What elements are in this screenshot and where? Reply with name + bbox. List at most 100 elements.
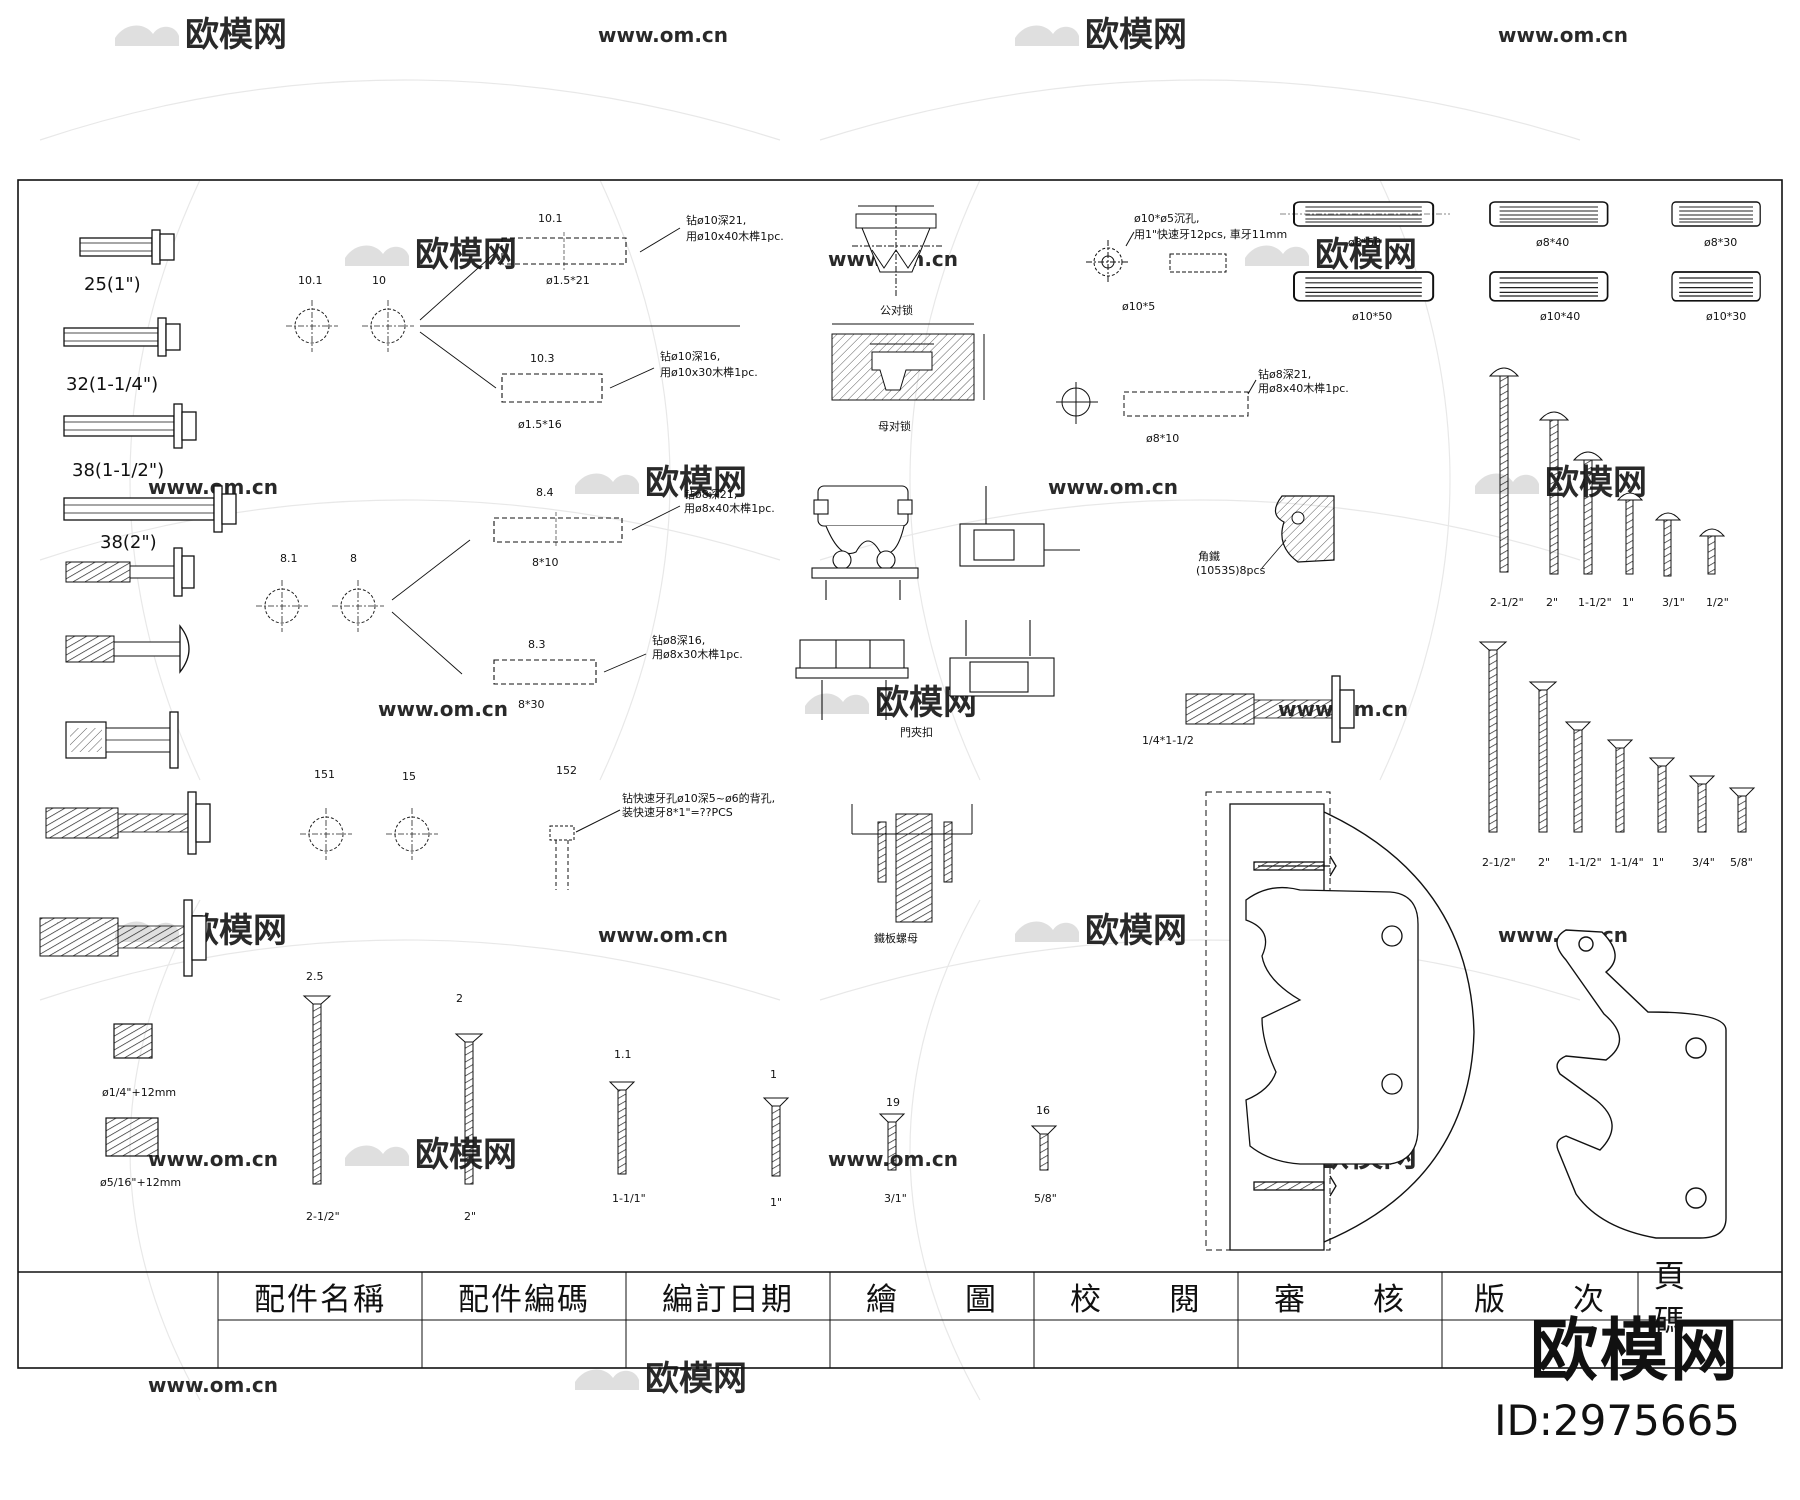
- hole-label-8-1: 8.1: [280, 552, 298, 565]
- dowel-hole-8-3-label: 8.3: [528, 638, 546, 651]
- watermark-url-11: www.om.cn: [148, 1147, 278, 1171]
- watermark-logo-3: 欧模网: [345, 235, 517, 275]
- svg-text:欧模网: 欧模网: [1085, 911, 1187, 951]
- bottom-screw-top-4: 1: [770, 1068, 777, 1081]
- flat-screw-label-3: 1-1/2": [1568, 856, 1602, 869]
- watermark-logo-2: 欧模网: [1015, 15, 1187, 55]
- hole-label-152: 152: [556, 764, 577, 777]
- bottom-screw-top-6: 16: [1036, 1104, 1050, 1117]
- dowel-8x40-label: ø8*40: [1536, 236, 1569, 249]
- hole-top-right-note-a: ø10*ø5沉孔,: [1134, 212, 1199, 225]
- dowel-note-10-1-a: 钻ø10深21,: [686, 213, 746, 227]
- dowel-note-10-3-b: 用ø10x30木榫1pc.: [660, 365, 758, 379]
- watermark-logo-4: 欧模网: [1245, 235, 1417, 275]
- bolt-32: [63, 317, 181, 357]
- door-catch-drawing: [795, 485, 1080, 720]
- hole-note-152-a: 钻快速牙孔ø10深5~ø6的背孔,: [622, 791, 775, 805]
- bottom-screw-bot-5: 3/1": [884, 1192, 907, 1205]
- hole-mark-151: [299, 807, 353, 861]
- flat-screw-label-1: 2-1/2": [1482, 856, 1516, 869]
- flat-screw-label-2: 2": [1538, 856, 1550, 869]
- watermark-logo-1: 欧模网: [115, 15, 287, 55]
- insert-nut-large: [105, 1117, 159, 1157]
- bottom-screw-bot-6: 5/8": [1034, 1192, 1057, 1205]
- corner-bracket-note: (1053S)8pcs: [1196, 564, 1266, 577]
- watermark-logo-9: 欧模网: [1015, 911, 1187, 951]
- round-screw-label-2: 2": [1546, 596, 1558, 609]
- watermark-logo-12: 欧模网: [575, 1359, 747, 1399]
- female-lock-label: 母对锁: [878, 419, 911, 433]
- svg-text:欧模网: 欧模网: [1315, 235, 1417, 275]
- hole-top-right-dim: ø10*5: [1122, 300, 1155, 313]
- dowel-10x30: [1671, 271, 1762, 302]
- dowel-8x40: [1489, 201, 1609, 227]
- title-block-check: 校 閱: [1070, 1281, 1202, 1318]
- bottom-screws: [302, 995, 1058, 1185]
- bed-bracket-plate: [1556, 929, 1727, 1239]
- dowel-note-8-4-b: 用ø8x40木榫1pc.: [684, 501, 775, 515]
- flat-head-screws: [1478, 641, 1756, 833]
- hole-mid-right-note-a: 钻ø8深21,: [1258, 367, 1311, 381]
- flat-screw-label-4: 1-1/4": [1610, 856, 1644, 869]
- svg-text:欧模网: 欧模网: [645, 463, 747, 503]
- svg-text:欧模网: 欧模网: [185, 15, 287, 55]
- dowel-10x40-label: ø10*40: [1540, 310, 1580, 323]
- dowel-hole-8-4: [493, 512, 623, 548]
- dowel-note-10-3-a: 钻ø10深16,: [660, 349, 720, 363]
- hole-note-152-b: 装快速牙8*1"=??PCS: [622, 806, 733, 819]
- hole-label-151: 151: [314, 768, 335, 781]
- male-lock-drawing: [852, 205, 944, 296]
- brand-logo: 欧模网: [1529, 1312, 1740, 1391]
- bottom-screw-top-3: 1.1: [614, 1048, 632, 1061]
- bolt-38b: [63, 485, 237, 533]
- hole-mark-10: [361, 299, 415, 353]
- long-insert-bolt: [1185, 675, 1355, 743]
- watermark-url-4: www.om.cn: [148, 475, 278, 499]
- svg-text:欧模网: 欧模网: [1085, 15, 1187, 55]
- round-screw-label-3: 1-1/2": [1578, 596, 1612, 609]
- hole-mark-10-1: [285, 299, 339, 353]
- door-catch-label: 門夾扣: [900, 725, 933, 739]
- watermark-logo-5: 欧模网: [575, 463, 747, 503]
- title-block-version: 版 次: [1474, 1281, 1606, 1318]
- watermark-logo-10: 欧模网: [345, 1135, 517, 1175]
- insert-bolt-1: [65, 547, 195, 597]
- dowel-8x30: [1671, 201, 1761, 227]
- flat-screw-label-5: 1": [1652, 856, 1664, 869]
- dowel-hole-10-3-label: 10.3: [530, 352, 555, 365]
- dowel-hole-10-3-sub: ø1.5*16: [518, 418, 562, 431]
- hole-mark-8: [331, 579, 385, 633]
- bolt-25: [79, 229, 175, 265]
- male-lock-label: 公对锁: [880, 303, 913, 317]
- watermark-url-2: www.om.cn: [1498, 23, 1628, 47]
- watermark-url-12: www.om.cn: [148, 1373, 278, 1397]
- flat-screw-label-7: 5/8": [1730, 856, 1753, 869]
- brand-block: 欧模网 ID:2975665: [1494, 1318, 1740, 1442]
- corner-bracket-label: 角鐵: [1198, 549, 1220, 563]
- insert-nut-small-label: ø1/4"+12mm: [102, 1086, 176, 1099]
- hole-top-right-note-b: 用1"快速牙12pcs, 車牙11mm: [1134, 227, 1287, 241]
- hole-label-10-1: 10.1: [298, 274, 323, 287]
- dowel-10x50: [1293, 271, 1435, 302]
- insert-bolt-5: [39, 899, 207, 977]
- dowel-hole-10-1: [501, 232, 627, 270]
- watermark-url-1: www.om.cn: [598, 23, 728, 47]
- dowel-hole-8-4-sub: 8*10: [532, 556, 559, 569]
- title-block-part-name: 配件名稱: [254, 1281, 386, 1318]
- title-block-drawing: 繪 圖: [866, 1281, 998, 1318]
- insert-nut-small: [113, 1023, 153, 1059]
- bolt-38a: [63, 403, 197, 449]
- bottom-screw-bot-4: 1": [770, 1196, 782, 1209]
- bolt-38b-label: 38(2"): [100, 532, 157, 553]
- dowel-note-8-4-a: 钻ø8深21,: [684, 487, 737, 501]
- bottom-screw-top-5: 19: [886, 1096, 900, 1109]
- svg-text:www.om.cn: www.om.cn: [378, 697, 508, 721]
- svg-text:www.om.cn: www.om.cn: [148, 1373, 278, 1397]
- svg-text:www.om.cn: www.om.cn: [1498, 23, 1628, 47]
- hole-label-15: 15: [402, 770, 416, 783]
- dowel-hole-10-3: [501, 373, 603, 403]
- watermark-url-8: www.om.cn: [598, 923, 728, 947]
- title-block-dividers: [217, 1272, 1639, 1368]
- dowel-10x50-label: ø10*50: [1352, 310, 1392, 323]
